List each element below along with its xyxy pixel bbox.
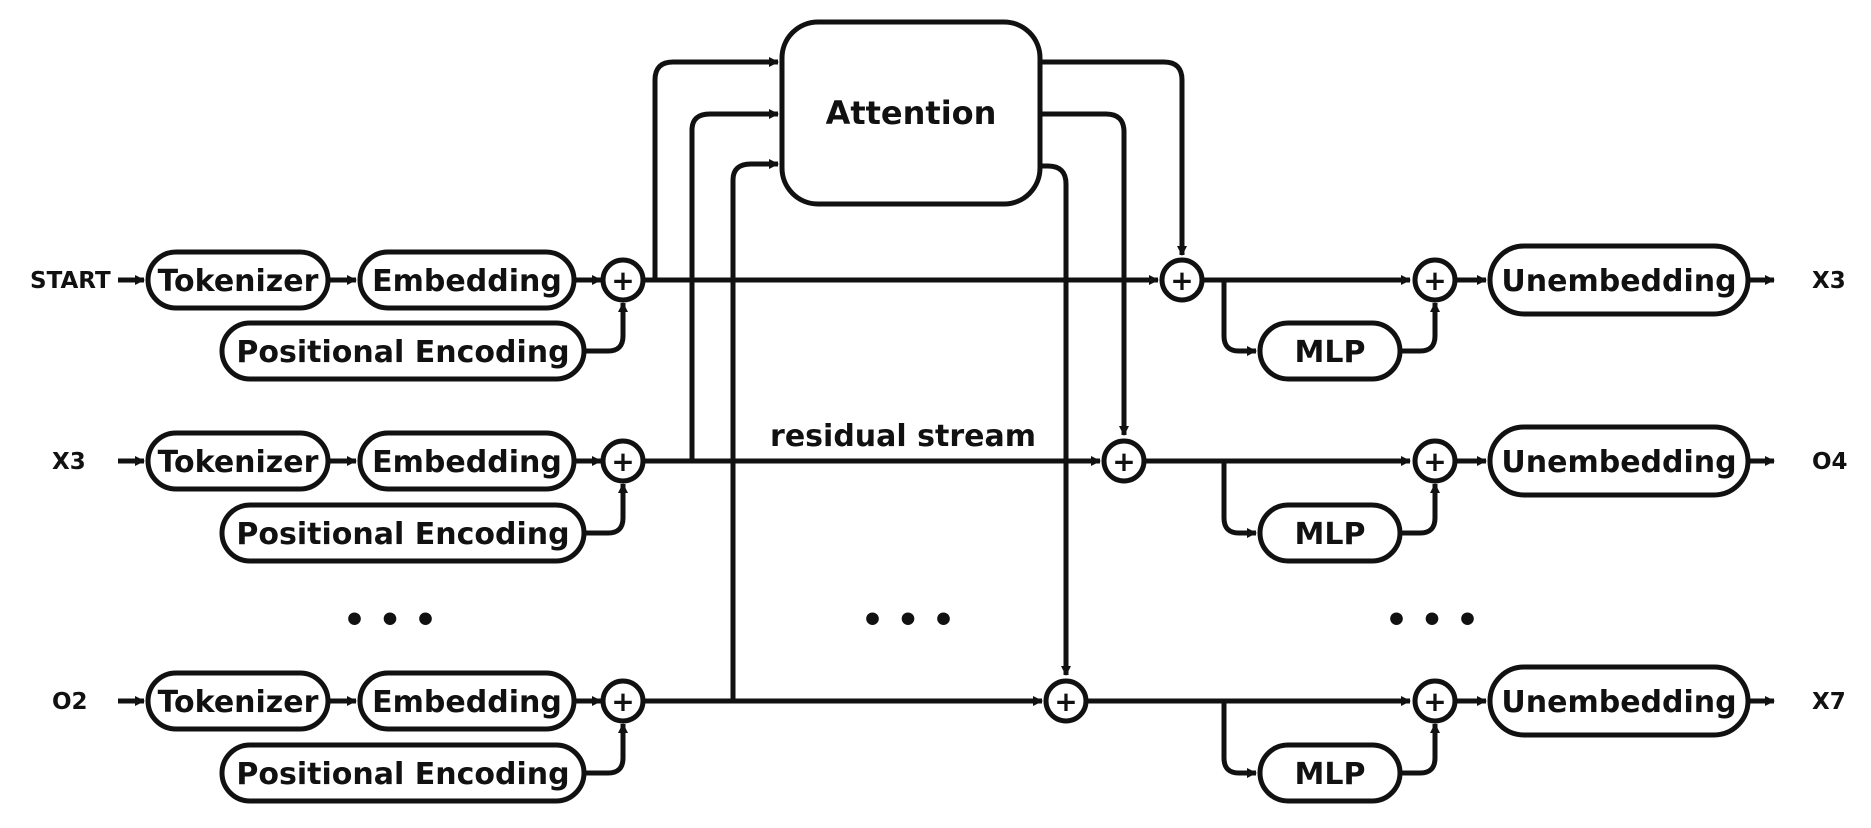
- row2-arrow-pos-sum: [584, 483, 628, 536]
- row2-tokenizer-label: Tokenizer: [158, 445, 319, 480]
- row2-input-label: X3: [52, 449, 86, 475]
- row3-arrow-to-mlp: [1221, 701, 1257, 778]
- attention-input-arrow-1: [652, 57, 779, 280]
- row1-embedding-label: Embedding: [372, 264, 562, 299]
- ellipsis-left: • • •: [343, 600, 437, 641]
- row2-attn-sum-symbol: +: [1112, 445, 1135, 478]
- row1-unembedding-label: Unembedding: [1501, 264, 1736, 299]
- row1-output-label: X3: [1812, 268, 1846, 294]
- attention-input-arrow-3: [730, 159, 779, 700]
- residual-stream-label: residual stream: [770, 419, 1036, 454]
- row1-attn-sum-symbol: +: [1170, 264, 1193, 297]
- row3-attn-sum-symbol: +: [1054, 685, 1077, 718]
- row1-arrow-mlp-sum: [1400, 302, 1440, 354]
- row1-mlp-sum-symbol: +: [1423, 264, 1446, 297]
- ellipsis-right: • • •: [1385, 600, 1479, 641]
- attention-label: Attention: [826, 94, 997, 132]
- row3-unembedding-label: Unembedding: [1501, 685, 1736, 720]
- row1-input-label: START: [30, 268, 111, 294]
- row1-positional-label: Positional Encoding: [236, 335, 569, 370]
- row2-embed-sum-symbol: +: [611, 445, 634, 478]
- row2-arrow-mlp-sum: [1400, 483, 1440, 536]
- row3-embedding-label: Embedding: [372, 685, 562, 720]
- row1-tokenizer-label: Tokenizer: [158, 264, 319, 299]
- attention-output-arrow-3: [1040, 163, 1071, 676]
- row3-arrow-mlp-sum: [1400, 723, 1440, 776]
- row1-arrow-pos-sum: [584, 302, 628, 354]
- row3-output-label: X7: [1812, 689, 1846, 715]
- row1-arrow-to-mlp: [1221, 280, 1257, 356]
- row3-embed-sum-symbol: +: [611, 685, 634, 718]
- attention-output-arrow-1: [1040, 59, 1187, 256]
- row2-mlp-label: MLP: [1295, 517, 1366, 552]
- row3-positional-label: Positional Encoding: [236, 757, 569, 792]
- row2-unembedding-label: Unembedding: [1501, 445, 1736, 480]
- ellipsis-middle: • • •: [861, 600, 955, 641]
- row1-mlp-label: MLP: [1295, 335, 1366, 370]
- row2-embedding-label: Embedding: [372, 445, 562, 480]
- row2-output-label: O4: [1812, 449, 1848, 475]
- row3-arrow-pos-sum: [584, 723, 628, 776]
- row3-input-label: O2: [52, 689, 88, 715]
- row3-tokenizer-label: Tokenizer: [158, 685, 319, 720]
- row3-mlp-label: MLP: [1295, 757, 1366, 792]
- row2-mlp-sum-symbol: +: [1423, 445, 1446, 478]
- attention-output-arrow-2: [1040, 111, 1129, 436]
- row2-positional-label: Positional Encoding: [236, 517, 569, 552]
- row1-embed-sum-symbol: +: [611, 264, 634, 297]
- row2-arrow-to-mlp: [1221, 461, 1257, 538]
- row3-mlp-sum-symbol: +: [1423, 685, 1446, 718]
- attention-input-arrow-2: [689, 109, 779, 460]
